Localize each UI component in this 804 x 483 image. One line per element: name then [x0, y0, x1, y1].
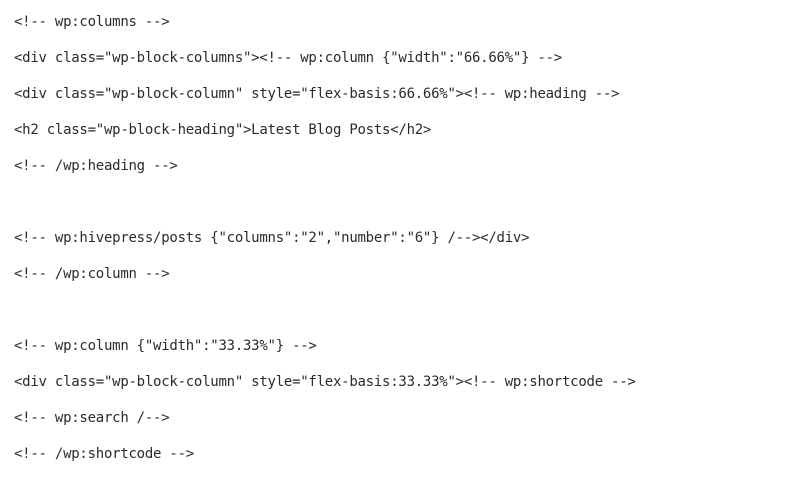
code-line: <div class="wp-block-column" style="flex… [14, 374, 636, 390]
code-line: <!-- wp:columns --> [14, 14, 170, 30]
code-line: <div class="wp-block-column" style="flex… [14, 86, 620, 102]
code-line: <!-- /wp:heading --> [14, 158, 178, 174]
code-view: <!-- wp:columns --> <div class="wp-block… [14, 0, 804, 483]
code-line: <!-- wp:search /--> [14, 410, 170, 426]
code-line: <!-- /wp:shortcode --> [14, 446, 194, 462]
code-line: <!-- /wp:column --> [14, 266, 170, 282]
code-line: <!-- wp:column {"width":"33.33%"} --> [14, 338, 317, 354]
code-line: <h2 class="wp-block-heading">Latest Blog… [14, 122, 432, 138]
code-line: <div class="wp-block-columns"><!-- wp:co… [14, 50, 562, 66]
code-line: <!-- wp:hivepress/posts {"columns":"2","… [14, 230, 530, 246]
